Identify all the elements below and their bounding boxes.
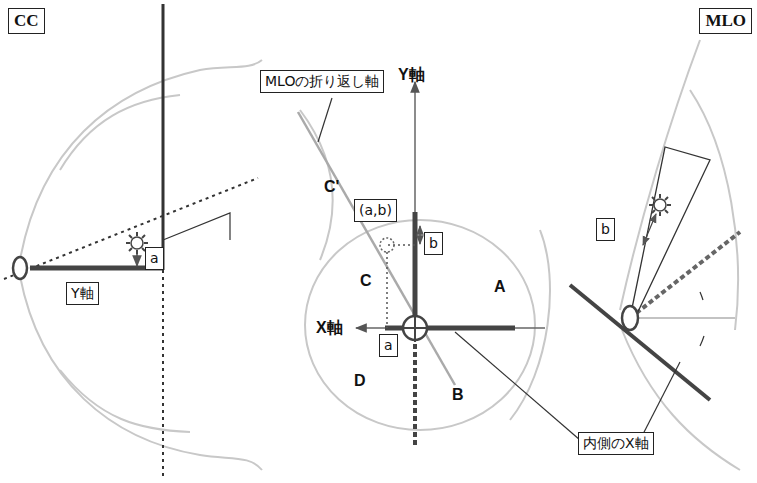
fold-axis xyxy=(298,112,455,385)
y-axis-dashed xyxy=(413,328,417,445)
box-text: 内側のX軸 xyxy=(583,435,649,451)
mlo-x-axis xyxy=(570,285,710,400)
mlo-nipple xyxy=(622,306,638,330)
view-label: MLO xyxy=(699,8,752,34)
angle-triangle xyxy=(163,213,230,240)
b-arrow xyxy=(419,226,420,244)
projection-line xyxy=(4,178,258,279)
distance-arrow xyxy=(136,252,138,266)
text-label: B xyxy=(452,386,464,404)
axis-label-box: 内側のX軸 xyxy=(578,432,654,455)
coordinate-label: (a,b) xyxy=(354,199,397,222)
text-label: A xyxy=(494,278,506,296)
axis-label-box: Y軸 xyxy=(66,282,99,305)
cc-y-axis xyxy=(30,266,163,271)
horizontal-line xyxy=(630,317,735,318)
cc-breast-outline xyxy=(20,60,262,470)
box-text: a xyxy=(384,337,393,353)
view-label: CC xyxy=(8,8,45,34)
mlo-x-leader xyxy=(640,362,680,440)
box-text: b xyxy=(601,221,610,237)
box-text: Y軸 xyxy=(71,285,94,301)
a-dotted xyxy=(386,252,388,328)
mlo-lesion xyxy=(649,194,671,216)
text-label: Y軸 xyxy=(398,66,425,84)
text-label: C' xyxy=(324,178,339,196)
text-label: C xyxy=(360,272,372,290)
box-text: MLO xyxy=(705,11,746,30)
fold-axis-leader xyxy=(318,98,332,142)
x-axis-leader xyxy=(455,332,580,440)
box-text: (a,b) xyxy=(359,202,392,218)
distance-label: b xyxy=(596,218,615,241)
axis-label-box: MLOの折り返し軸 xyxy=(260,70,384,93)
projected-lesion xyxy=(380,238,394,252)
y-axis-thick xyxy=(413,212,418,328)
origin xyxy=(401,314,429,342)
x-axis-arrow xyxy=(356,327,545,329)
chest-wall-line xyxy=(162,4,165,270)
chest-wall-dotted xyxy=(162,270,164,478)
distance-label: a xyxy=(379,334,398,357)
distance-label: a xyxy=(145,247,164,270)
y-axis-arrow xyxy=(414,82,416,328)
b-dotted xyxy=(388,244,415,246)
distance-label: b xyxy=(424,232,443,255)
wedge xyxy=(630,147,710,318)
text-label: X軸 xyxy=(316,319,343,337)
box-text: b xyxy=(429,235,438,251)
mlo-breast-outline xyxy=(620,40,740,470)
box-text: a xyxy=(150,250,159,266)
box-text: MLOの折り返し軸 xyxy=(265,73,379,89)
mlo-fold-dashed xyxy=(630,232,740,318)
mlo-b-arrow xyxy=(643,214,656,245)
box-text: CC xyxy=(14,11,39,30)
text-label: D xyxy=(354,372,366,390)
nipple xyxy=(13,257,27,279)
